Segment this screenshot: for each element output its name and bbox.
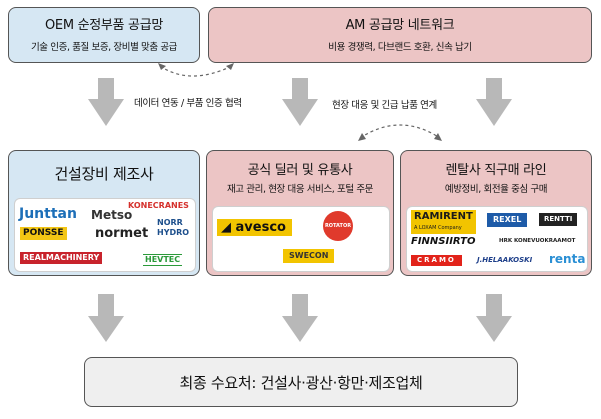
am-network-box: AM 공급망 네트워크 비용 경쟁력, 다브랜드 호환, 신속 납기 (208, 7, 592, 63)
finnsiirto-logo: FINNSIIRTO (411, 236, 476, 247)
arrow-down (88, 294, 124, 342)
end-demand-title: 최종 수요처: 건설사·광산·항만·제조업체 (179, 374, 423, 392)
junttan-logo: Junttan (19, 206, 77, 222)
cramo-logo: CRAMO (411, 255, 462, 266)
dealer-subtitle: 재고 관리, 현장 대응 서비스, 포털 주문 (226, 184, 374, 195)
am-title: AM 공급망 네트워크 (345, 18, 455, 33)
arrow-down (282, 294, 318, 342)
rotator-label: ROTATOR (324, 223, 352, 229)
rentti-logo: RENTTI (539, 213, 578, 226)
arrow-down (282, 78, 318, 126)
rental-box: 렌탈사 직구매 라인 예방정비, 회전율 중심 구매 RAMIRENT A LO… (400, 150, 592, 276)
rexel-logo: REXEL (487, 213, 528, 227)
rental-logo-panel: RAMIRENT A LOXAM Company REXEL RENTTI FI… (406, 206, 588, 272)
link-label-left: 데이터 연동 / 부품 인증 협력 (134, 98, 242, 109)
arrow-down (476, 78, 512, 126)
ramirent-sublabel: A LOXAM Company (414, 225, 462, 231)
rental-title: 렌탈사 직구매 라인 (445, 163, 547, 178)
manufacturer-title: 건설장비 제조사 (54, 165, 154, 183)
rental-subtitle: 예방정비, 회전율 중심 구매 (444, 184, 548, 195)
am-subtitle: 비용 경쟁력, 다브랜드 호환, 신속 납기 (328, 42, 472, 53)
ponsse-logo: PONSSE (20, 227, 67, 240)
link-label-right: 현장 대응 및 긴급 납품 연계 (332, 100, 437, 111)
konecranes-logo: KONECRANES (128, 201, 189, 210)
manufacturer-box: 건설장비 제조사 Junttan Metso KONECRANES PONSSE… (8, 150, 200, 276)
normet-logo: normet (95, 226, 149, 241)
helaakoski-logo: J.HELAAKOSKI (477, 256, 533, 264)
dealer-title: 공식 딜러 및 유통사 (247, 163, 353, 178)
dealer-box: 공식 딜러 및 유통사 재고 관리, 현장 대응 서비스, 포털 주문 ◢ av… (206, 150, 394, 276)
end-demand-box: 최종 수요처: 건설사·광산·항만·제조업체 (84, 357, 518, 407)
dashed-link-arrow (359, 124, 441, 139)
oem-supply-box: OEM 순정부품 공급망 기술 인증, 품질 보증, 장비별 맞춤 공급 (8, 7, 200, 63)
ramirent-label: RAMIRENT (414, 211, 473, 222)
hevtec-logo: HEVTEC (143, 254, 183, 266)
dashed-link-arrow (159, 65, 233, 77)
metso-logo: Metso (91, 208, 133, 222)
oem-subtitle: 기술 인증, 품질 보증, 장비별 맞춤 공급 (30, 42, 178, 53)
manufacturer-logo-panel: Junttan Metso KONECRANES PONSSE normet N… (14, 198, 196, 272)
avesco-label: avesco (235, 220, 286, 235)
hrk-logo: HRK KONEVUOKRAAMOT (499, 238, 576, 244)
dealer-logo-panel: ◢ avesco ROTATOR SWECON (212, 206, 390, 272)
norrhydro-logo-2: HYDRO (157, 228, 190, 237)
oem-title: OEM 순정부품 공급망 (44, 18, 164, 33)
arrow-down (476, 294, 512, 342)
norrhydro-logo-1: NORR (157, 218, 183, 227)
arrow-down (88, 78, 124, 126)
swecon-logo: SWECON (283, 249, 335, 263)
renta-logo: renta (549, 252, 586, 266)
rotator-logo: ROTATOR (323, 211, 353, 241)
avesco-logo: ◢ avesco (217, 219, 292, 236)
ramirent-logo: RAMIRENT A LOXAM Company (411, 210, 476, 234)
realmachinery-logo: REALMACHINERY (20, 252, 103, 264)
